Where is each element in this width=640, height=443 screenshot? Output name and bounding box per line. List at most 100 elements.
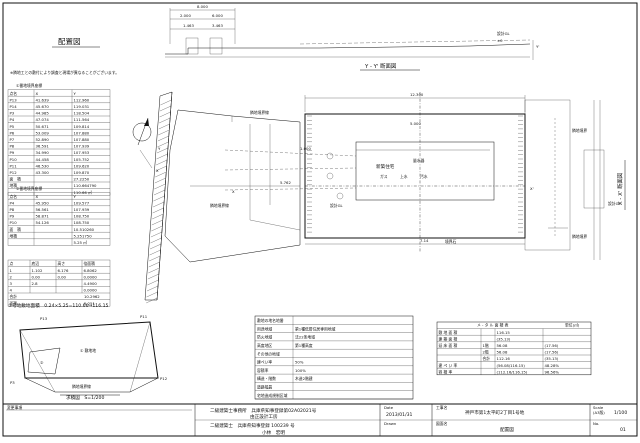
coord1-cell: 107.880 [74, 137, 90, 142]
coord2-cell: P10 [10, 220, 18, 225]
outline-label: その他の地域 [257, 351, 280, 356]
calc-cell: 延 床 面 積 [439, 343, 458, 348]
outline-label: 宅地造成規制区域 [257, 393, 288, 398]
meter-label: 量水器 [413, 158, 425, 163]
water-label: 上水 [400, 174, 408, 179]
coord1-cell: P11 [10, 163, 18, 168]
coord1-cell: 109.620 [74, 163, 90, 168]
coord1-cell: P14 [10, 104, 18, 109]
dim-5000: 5.000 [410, 121, 421, 126]
coord1-cell: 112.960 [74, 97, 90, 102]
svg-text:Y': Y' [536, 44, 539, 49]
calc-cell: 合計 [483, 356, 491, 361]
coord2-cell: P9 [10, 214, 15, 219]
coord1-cell: P6 [10, 130, 15, 135]
coord1-title: ①番地境界座標 [16, 83, 42, 88]
coord1-cell: 36.591 [36, 144, 50, 149]
date-label: Date [384, 405, 394, 410]
no-value: 01 [620, 427, 626, 433]
changes-label: 変更事項 [7, 405, 22, 410]
svg-text:②: ② [40, 360, 44, 365]
hand-label: 境界石 [445, 239, 457, 244]
coord1-cell: P10 [10, 157, 18, 162]
coord1-cell: 107.953 [74, 150, 90, 155]
calc-cell: 敷 地 面 積 [439, 330, 458, 335]
outline-label: 容積率 [257, 368, 269, 373]
area-cell: 点 [10, 261, 14, 266]
area-cell: 2 [10, 274, 13, 279]
outline-label: 用途地域 [257, 326, 272, 331]
coord2-cell: X [36, 194, 39, 199]
outline-value: 50% [295, 360, 304, 365]
house-inner [355, 141, 495, 201]
sheet-border [2, 2, 638, 437]
svg-text:±0: ±0 [497, 38, 503, 43]
sheet-note: ※隣地工との敷付により調査と現場が異なることがございます。 [10, 70, 119, 75]
area-cell: 6.176 [58, 268, 69, 273]
calc-cell: 56.08 [497, 350, 508, 355]
coord1-cell: P5 [10, 124, 15, 129]
project-value: 神戸市第1太平町2丁目1号地 [465, 409, 525, 416]
coord1-cell: 47.074 [36, 117, 50, 122]
coord1-cell: 109.870 [74, 170, 90, 175]
coord1-cell: 面 積 [10, 177, 22, 182]
coord1-cell: 地積 [10, 183, 18, 188]
coord1-cell: Y [74, 91, 77, 96]
plan-width-dim: 12.300 [410, 92, 424, 97]
coord1-cell: 109.814 [74, 124, 90, 129]
coord1-cell: 点名 [10, 91, 18, 96]
dim-top-d: 3.463 [212, 23, 223, 28]
coord1-cell: 107.939 [74, 144, 90, 149]
coord1-cell: 41.639 [36, 97, 50, 102]
coord2-cell: 58.871 [36, 214, 50, 219]
calc-cell: 2階 [483, 350, 489, 355]
dim-top-total: 8.000 [197, 4, 208, 9]
grid-y-label: Y [158, 146, 161, 151]
dim-1000: 1.000 [300, 146, 311, 151]
coord2-cell: 面 積 [10, 227, 22, 232]
coord2-cell: P4 [10, 200, 15, 205]
outline-value: 100% [295, 368, 306, 373]
gl-label: 設計GL [330, 203, 344, 208]
coord2-title: ②番地境界座標 [16, 186, 42, 191]
svg-text:P13: P13 [40, 316, 48, 321]
coord2-cell: Y [74, 194, 77, 199]
section-xx-title: X - X' 断面図 [616, 173, 624, 205]
coord1-cell: P4 [10, 117, 15, 122]
drawing-label: 図面名 [436, 421, 448, 426]
area-sum-value: 10.2962 [84, 294, 100, 299]
coord1-cell: 34.990 [36, 150, 50, 155]
outline-label: 敷地の地名地番 [257, 318, 284, 323]
outline-label: 道路幅員 [257, 385, 272, 390]
area-sum-label: 合計 [10, 294, 18, 299]
area-cell: 4 [10, 288, 13, 293]
calc-cell: (35.13) [497, 336, 511, 341]
calc-cell: 56.08 [497, 343, 508, 348]
land-title: 求積図 S=1/200 [66, 394, 104, 401]
outline-label: 高度地区 [257, 343, 272, 348]
area-half-label: 面積 [10, 301, 18, 306]
outline-label: 防火地域 [257, 335, 272, 340]
coord1-cell: 46.530 [36, 163, 50, 168]
calc-cell: 96.56% [545, 369, 560, 374]
section-xx: X - X' 断面図 設計GL [583, 100, 626, 260]
coord1-cell: 107.880 [74, 130, 90, 135]
coord1-cell: 44.985 [36, 111, 50, 116]
calc-cell: (17.56) [545, 350, 559, 355]
coord1-cell: P12 [10, 170, 18, 175]
coord1-cell: 50.671 [36, 124, 50, 129]
area-cell: 底辺 [32, 261, 40, 266]
outline-table: 敷地の地名地番用途地域第1種低層住居専用地域防火地域法22条地域高度地区第1種高… [254, 315, 414, 400]
site-plan: 12.300 隣地境界 隣地境界 隣地境界線 新築住宅 ガス 上水 汚水 量水器… [132, 91, 587, 304]
section-yy-title: Y - Y' 断面図 [364, 62, 396, 70]
coord1-cell: 27.2250 [74, 177, 90, 182]
coord1-cell: 53.009 [36, 130, 50, 135]
svg-text:X': X' [530, 186, 534, 191]
area-cell: 3 [10, 281, 13, 286]
scale-value: 1/100 [614, 410, 627, 416]
svg-text:設計GL: 設計GL [497, 31, 511, 36]
coord2-cell: 107.939 [74, 207, 90, 212]
scale-label: Scale [593, 405, 604, 410]
